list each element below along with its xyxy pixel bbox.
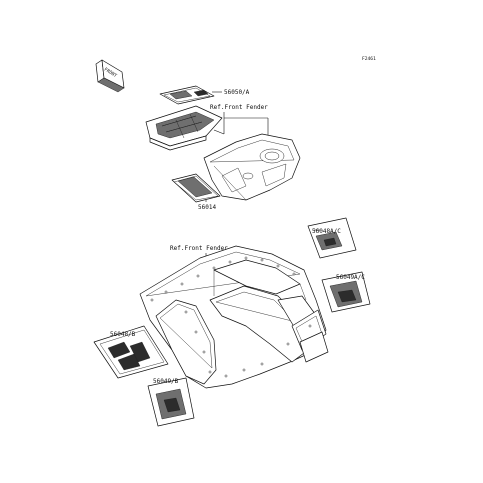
label-56050-a: 56050/A — [224, 89, 250, 96]
decal-56050-a — [159, 85, 215, 105]
ref-front-fender-bottom-label: Ref.Front Fender — [170, 245, 228, 252]
label-56048a-c: 56048A/C — [312, 228, 341, 235]
front-fender-panel-small — [145, 105, 223, 151]
label-56014: 56014 — [198, 204, 216, 211]
ref-front-fender-top-label: Ref.Front Fender — [210, 104, 268, 111]
label-56048-b: 56048/B — [110, 331, 136, 338]
decal-56049a-c — [321, 271, 371, 313]
front-fender-panel-large — [203, 133, 301, 201]
decal-56048a-c — [307, 217, 357, 259]
diagram-code: F2461 — [362, 56, 376, 62]
decal-56048-b — [93, 325, 169, 379]
fender-bolt-holes — [150, 256, 312, 378]
label-56049-b: 56049/B — [153, 378, 179, 385]
decal-56014 — [171, 173, 221, 203]
rear-fender — [139, 245, 329, 389]
front-direction-marker: FRONT — [95, 59, 125, 93]
decal-56049-b — [147, 377, 195, 427]
label-56049a-c: 56049A/C — [336, 274, 365, 281]
